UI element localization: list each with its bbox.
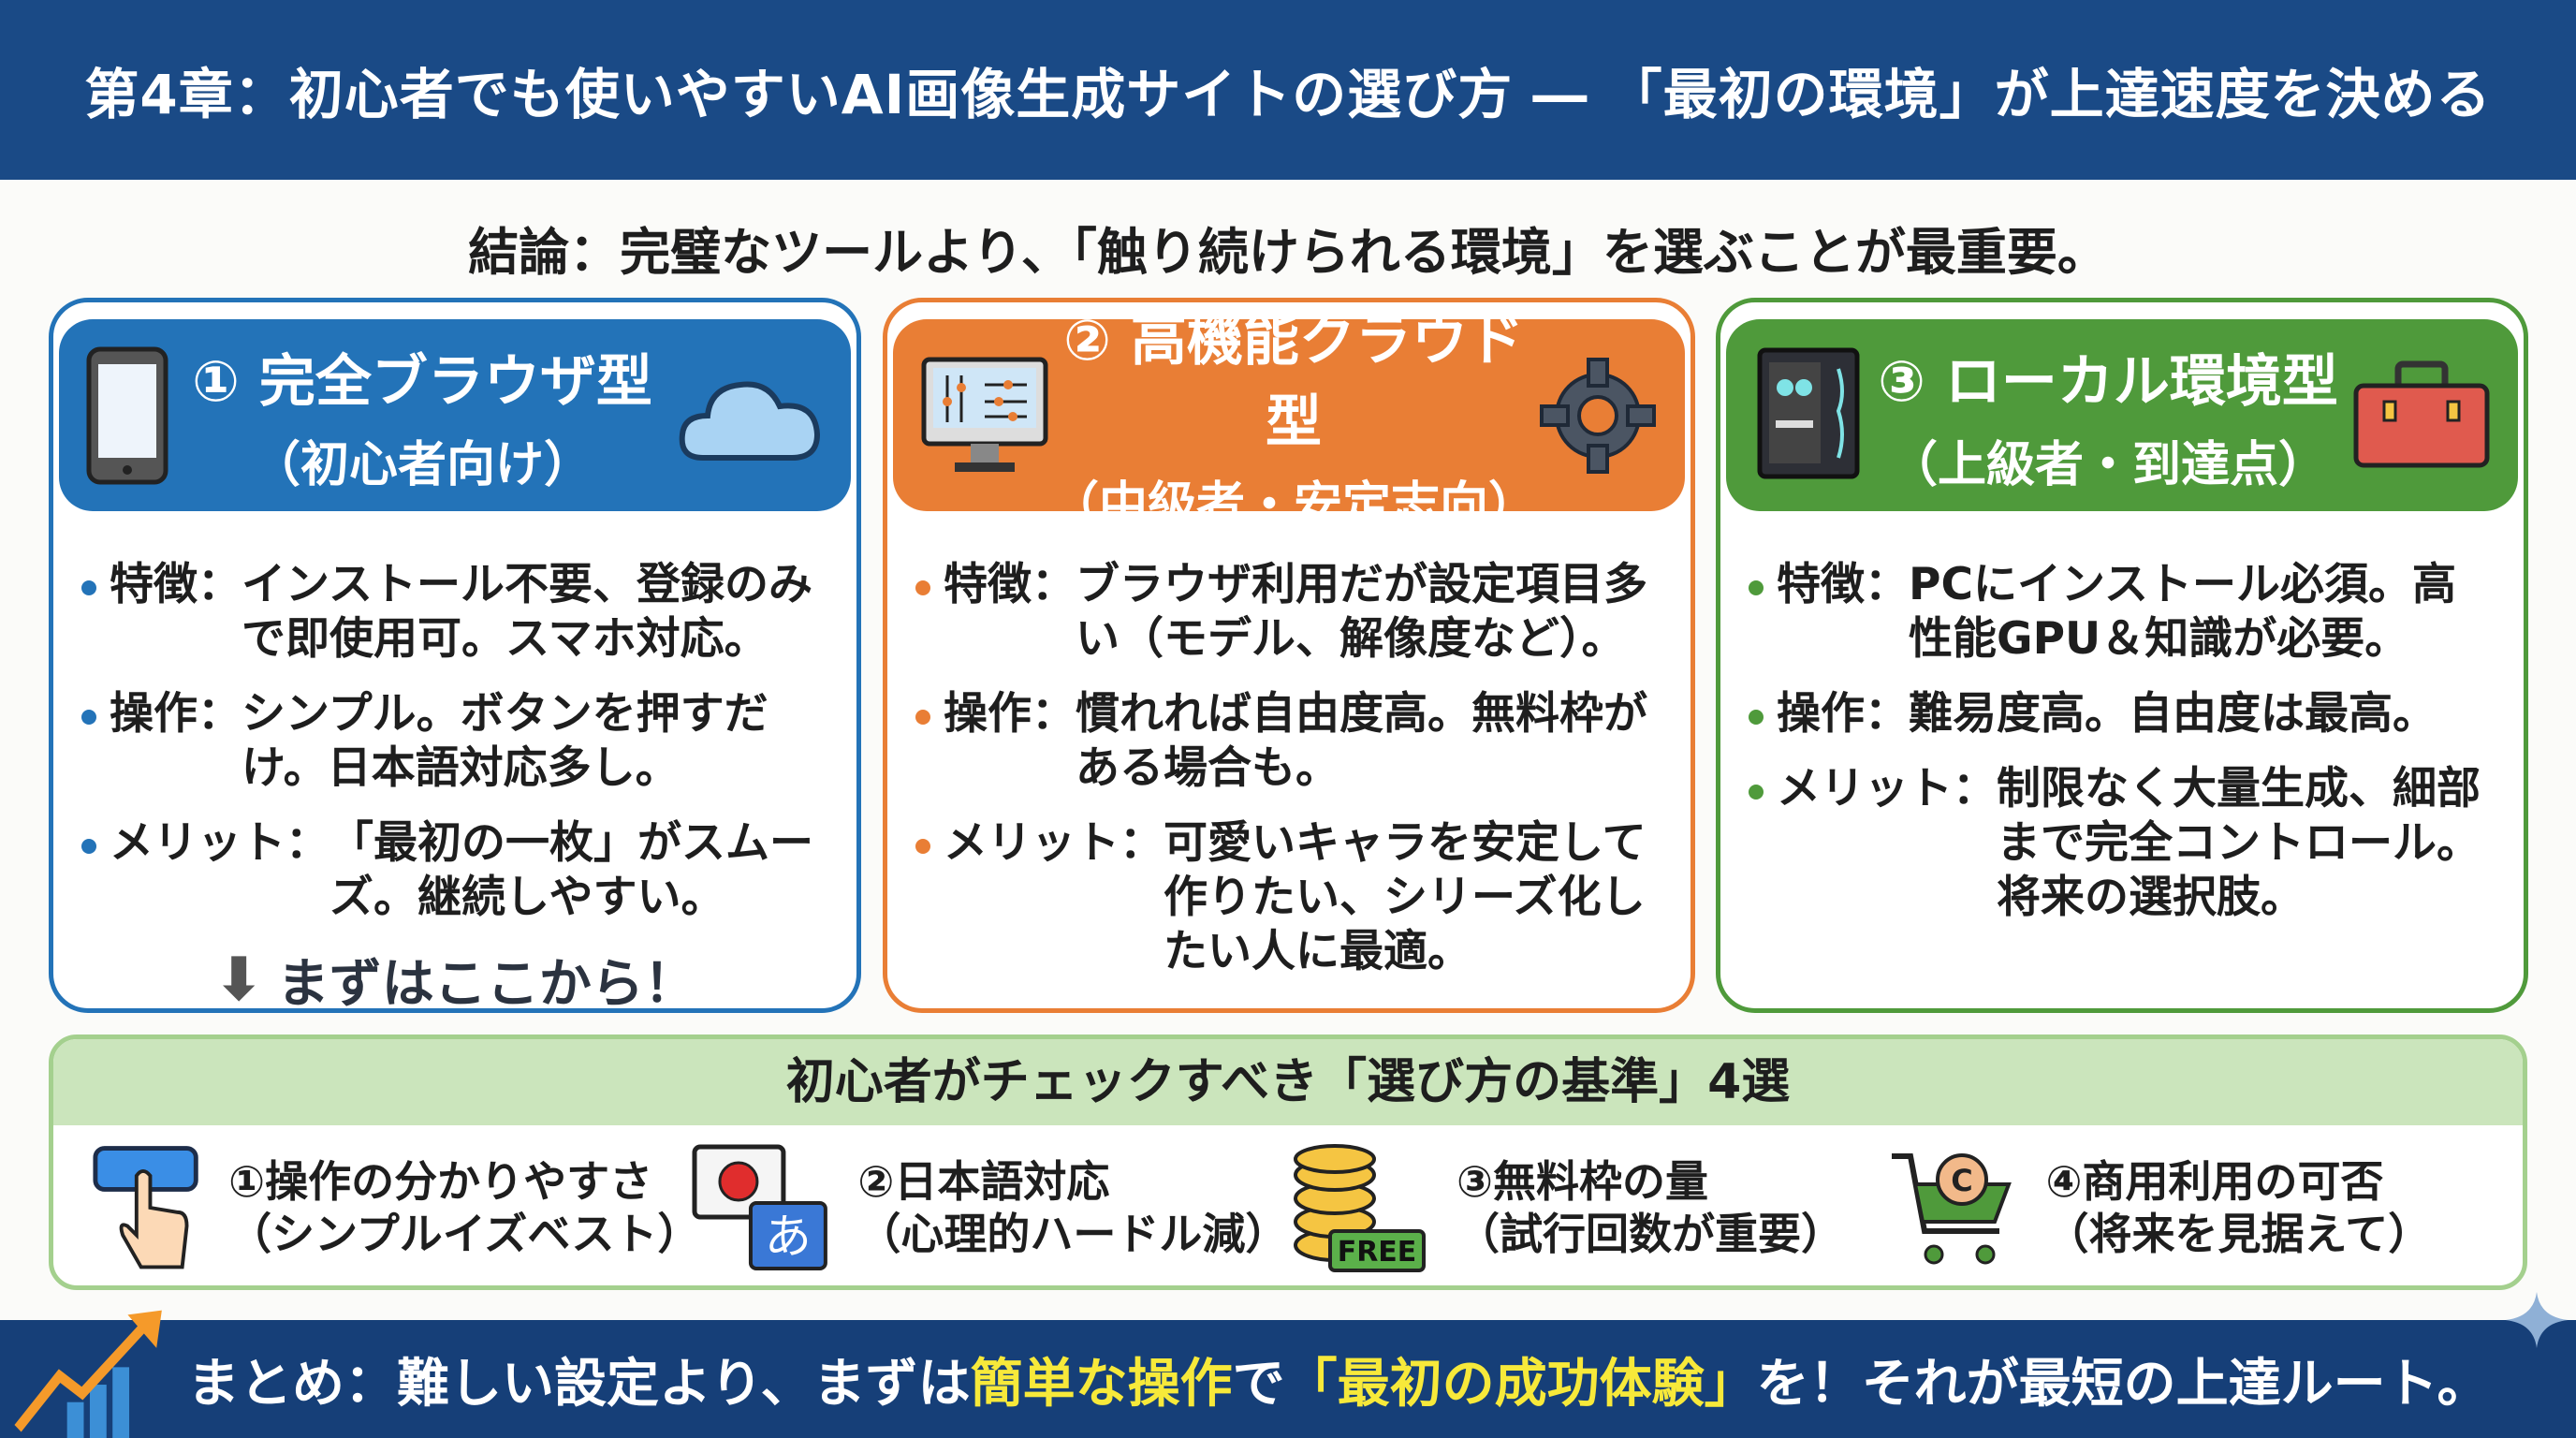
card-subtitle: （中級者・安定志向） bbox=[1050, 477, 1538, 534]
svg-text:C: C bbox=[1951, 1163, 1972, 1198]
card-subtitle: （初心者向け） bbox=[251, 436, 593, 493]
card-title: ② 高機能クラウド型 bbox=[1063, 308, 1524, 455]
bullet-item: 特徴：インストール不要、登録のみで即使用可。スマホ対応。 bbox=[81, 558, 828, 667]
page-title: 第4章：初心者でも使いやすいAI画像生成サイトの選び方 ― 「最初の環境」が上達… bbox=[84, 63, 2492, 126]
arrow-down-icon: ⬇ bbox=[213, 945, 264, 1015]
bullet-item: メリット：可愛いキャラを安定して作りたい、シリーズ化したい人に最適。 bbox=[915, 816, 1662, 979]
criteria-item: ①操作の分かりやすさ（シンプルイズベスト） bbox=[91, 1142, 700, 1273]
toolbox-icon bbox=[2353, 360, 2490, 467]
cart-copyright-icon: C bbox=[1891, 1153, 2012, 1265]
cloud-icon bbox=[679, 380, 821, 461]
card-title: ③ ローカル環境型 bbox=[1878, 348, 2338, 415]
bullet-item: 操作：難易度高。自由度は最高。 bbox=[1749, 687, 2496, 741]
conclusion: 結論：完璧なツールより、「触り続けられる環境」を選ぶことが最重要。 bbox=[468, 223, 2108, 282]
bullet-item: メリット：「最初の一枚」がスムーズ。継続しやすい。 bbox=[81, 816, 828, 925]
header: 第4章：初心者でも使いやすいAI画像生成サイトの選び方 ― 「最初の環境」が上達… bbox=[0, 0, 2576, 180]
bullet-item: 操作：慣れれば自由度高。無料枠がある場合も。 bbox=[915, 687, 1662, 796]
bullet-item: メリット：制限なく大量生成、細部まで完全コントロール。将来の選択肢。 bbox=[1749, 762, 2496, 925]
japanese-language-icon: あ bbox=[691, 1144, 827, 1270]
pc-tower-icon bbox=[1757, 347, 1860, 478]
monitor-sliders-icon bbox=[921, 357, 1048, 472]
criteria-item: あ ②日本語対応（心理的ハードル減） bbox=[690, 1142, 1288, 1273]
criteria-panel: 初心者がチェックすべき「選び方の基準」4選 ①操作の分かりやすさ（シンプルイズベ… bbox=[49, 1034, 2527, 1290]
summary-banner: まとめ：難しい設定より、まずは簡単な操作で「最初の成功体験」を！それが最短の上達… bbox=[0, 1320, 2576, 1438]
card-browser: ① 完全ブラウザ型 （初心者向け） 特徴：インストール不要、登録のみで即使用可。ス… bbox=[49, 298, 861, 1015]
svg-text:FREE: FREE bbox=[1338, 1236, 1417, 1269]
gear-icon bbox=[1540, 357, 1656, 474]
coins-free-icon: FREE bbox=[1294, 1144, 1426, 1272]
bullet-item: 特徴：ブラウザ利用だが設定項目多い（モデル、解像度など）。 bbox=[915, 558, 1662, 667]
smartphone-icon bbox=[86, 346, 168, 484]
button-press-icon bbox=[93, 1146, 198, 1269]
card-cloud: ② 高機能クラウド型 （中級者・安定志向） 特徴：ブラウザ利用だが設定項目多い（モ… bbox=[883, 298, 1695, 1013]
card-subtitle: （上級者・到達点） bbox=[1888, 436, 2327, 493]
bullet-item: 操作：シンプル。ボタンを押すだけ。日本語対応多し。 bbox=[81, 687, 828, 796]
sparkle-icon bbox=[2505, 1292, 2569, 1348]
svg-text:あ: あ bbox=[764, 1210, 811, 1264]
criteria-title: 初心者がチェックすべき「選び方の基準」4選 bbox=[53, 1039, 2523, 1125]
criteria-item: FREE ③無料枠の量（試行回数が重要） bbox=[1288, 1142, 1887, 1273]
criteria-item: C ④商用利用の可否（将来を見据えて） bbox=[1887, 1142, 2486, 1273]
growth-chart-icon bbox=[14, 1310, 162, 1438]
card-title: ① 完全ブラウザ型 bbox=[192, 348, 652, 415]
card-local: ③ ローカル環境型 （上級者・到達点） 特徴：PCにインストール必須。高性能GPU… bbox=[1716, 298, 2528, 1013]
start-here-callout: ⬇まずはここから！ bbox=[213, 945, 696, 1016]
bullet-item: 特徴：PCにインストール必須。高性能GPU＆知識が必要。 bbox=[1749, 558, 2496, 667]
